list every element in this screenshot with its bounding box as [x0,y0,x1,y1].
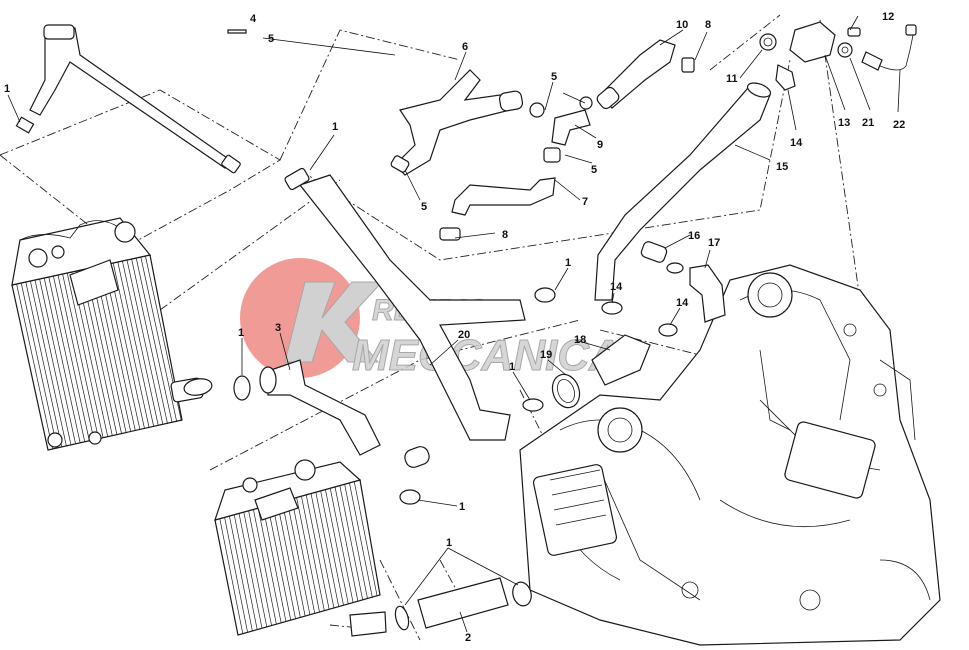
callout-5: 5 [591,164,597,176]
radiator-fin [219,518,244,634]
radiator-fin [43,277,81,444]
callout-17: 17 [708,237,720,249]
callout-9: 9 [597,139,603,151]
radiator-fin [25,281,63,448]
radiator-fin [135,257,173,424]
radiator-fin [20,282,58,449]
upper-radiator [11,217,204,451]
callout-6: 6 [462,41,468,53]
callout-19: 19 [540,349,552,361]
radiator-fin [262,506,287,622]
radiator-fin [131,258,168,425]
radiator-fin [30,280,67,447]
callout-1: 1 [332,121,338,133]
radiator-fin [344,484,368,600]
radiator-fin [339,485,364,601]
radiator-fin [267,505,292,621]
callout-labels: 4 5 6 10 8 12 1 5 11 9 14 13 21 22 1 5 1… [4,11,905,644]
radiator-fin [253,509,277,625]
callout-11: 11 [726,73,738,85]
radiator-fin [233,514,258,630]
radiator-fin [112,262,150,429]
hose-10 [596,39,695,110]
radiator-fin [291,498,316,614]
callout-14: 14 [610,281,623,293]
radiator-fin [248,510,272,626]
callout-16: 16 [688,230,700,242]
radiator-fin [286,499,311,616]
callout-7: 7 [582,196,588,208]
hose-15 [594,82,772,301]
lower-radiator [214,459,387,637]
watermark-text-2: MECCANICA [352,331,621,380]
radiator-fin [117,261,155,428]
callout-10: 10 [676,19,688,31]
callout-1: 1 [509,361,515,373]
callout-5: 5 [268,33,274,45]
callout-4: 4 [250,13,257,25]
radiator-fin [296,497,320,613]
callout-21: 21 [862,117,874,129]
radiator-fin [224,517,248,633]
radiator-fin [238,513,263,629]
callout-13: 13 [838,117,850,129]
callout-1: 1 [446,537,452,549]
callout-5: 5 [551,71,557,83]
callout-8: 8 [705,19,711,31]
callout-20: 20 [458,329,470,341]
radiator-fin [243,511,268,628]
small-hoses [522,241,726,412]
radiator-fin [353,481,378,597]
radiator-fin [257,507,282,624]
callout-1: 1 [565,257,571,269]
engine-block [519,264,941,646]
radiator-fin [329,488,354,604]
radiator-fin [310,493,335,609]
callout-1: 1 [238,327,244,339]
lower-hose-2 [183,375,532,631]
callout-5: 5 [421,201,427,213]
radiator-fin [277,502,301,618]
leader-lines [7,15,901,633]
radiator-fin [349,482,373,598]
callout-14: 14 [676,297,689,309]
radiator-fin [34,279,72,446]
callout-14: 14 [790,137,803,149]
callout-18: 18 [574,334,586,346]
crossover-hoses [259,167,526,468]
radiator-fin [66,272,104,439]
radiator-fin [126,259,164,426]
radiator-fin [57,274,95,441]
hose-6 [390,69,524,176]
callout-15: 15 [776,161,788,173]
radiator-fin [305,494,330,610]
radiator-fin [272,503,296,620]
radiator-fin [320,490,344,606]
callout-1: 1 [459,501,465,513]
radiator-fin [334,486,359,602]
radiator-fin [229,515,253,632]
radiator-fin [53,275,90,442]
callout-12: 12 [882,11,894,23]
upper-left-pipe [15,24,247,174]
radiator-fin [16,283,53,450]
radiator-fin [48,276,86,443]
radiator-fin [325,489,349,605]
radiator-fin [301,495,325,612]
callout-1: 1 [4,83,10,95]
radiator-fin [315,492,340,608]
callout-22: 22 [893,119,905,131]
callout-3: 3 [275,322,281,334]
radiator-fin [281,501,306,617]
hose-7 [439,96,593,241]
sensor-group [759,21,917,91]
radiator-fin [62,273,99,440]
radiator-fin [122,260,159,427]
callout-2: 2 [465,632,471,644]
radiator-fin [140,256,178,423]
callout-8: 8 [502,229,508,241]
radiator-fin [39,278,76,445]
